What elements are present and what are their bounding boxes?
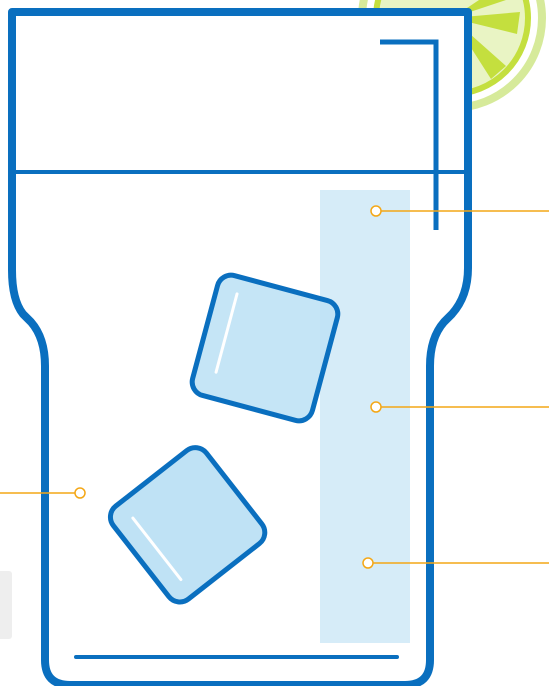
side-tab[interactable] [0,571,12,639]
straw [320,190,410,643]
callout-marker-icon [371,206,381,216]
callout-marker-icon [75,488,85,498]
callout-marker-icon [371,402,381,412]
callout-marker-icon [363,558,373,568]
